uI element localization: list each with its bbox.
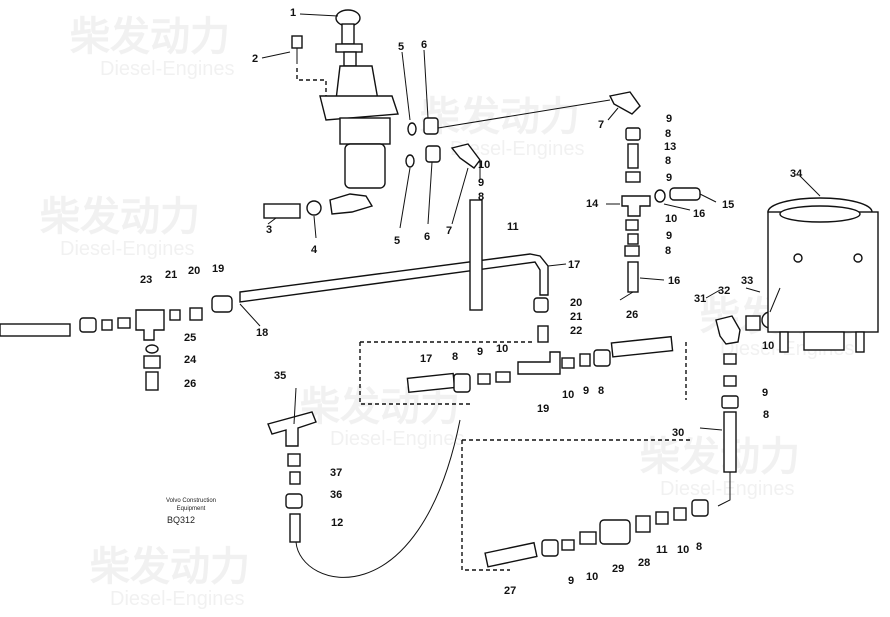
callout: 16 bbox=[668, 275, 680, 287]
callout: 10 bbox=[665, 213, 677, 225]
svg-text:柴发动力: 柴发动力 bbox=[90, 545, 250, 589]
callout: 14 bbox=[586, 198, 599, 210]
callout: 24 bbox=[184, 354, 197, 366]
callout: 8 bbox=[665, 128, 671, 140]
callout: 19 bbox=[212, 263, 224, 275]
callout: 9 bbox=[762, 387, 768, 399]
callout: 10 bbox=[586, 571, 598, 583]
callout: 16 bbox=[693, 208, 705, 220]
callout: 6 bbox=[421, 39, 427, 51]
callout: 9 bbox=[568, 575, 574, 587]
upper-fittings bbox=[405, 91, 641, 180]
middle-fittings bbox=[406, 325, 674, 394]
callout: 10 bbox=[762, 340, 774, 352]
callout: 8 bbox=[598, 385, 604, 397]
callout: 11 bbox=[507, 221, 519, 233]
svg-text:Diesel-Engines: Diesel-Engines bbox=[330, 428, 465, 450]
callout: 33 bbox=[741, 275, 753, 287]
svg-text:柴发动力: 柴发动力 bbox=[420, 95, 580, 139]
callout: 15 bbox=[722, 199, 734, 211]
callout: 26 bbox=[626, 309, 638, 321]
callout: 27 bbox=[504, 585, 516, 597]
callout: 21 bbox=[165, 269, 177, 281]
callout: 10 bbox=[478, 159, 490, 171]
callout: 5 bbox=[398, 41, 404, 53]
callout: 9 bbox=[583, 385, 589, 397]
callout: 9 bbox=[666, 230, 672, 242]
callout: 30 bbox=[672, 427, 684, 439]
diagram-code: BQ312 bbox=[167, 515, 196, 525]
callout: 10 bbox=[677, 544, 689, 556]
callout-labels: 1 2 3 4 5 5 6 6 7 7 8 8 8 8 8 8 8 8 9 9 … bbox=[140, 7, 803, 597]
dashed-frames bbox=[359, 341, 690, 571]
callout: 7 bbox=[598, 119, 604, 131]
svg-text:柴发动力: 柴发动力 bbox=[300, 385, 460, 429]
callout: 10 bbox=[496, 343, 508, 355]
callout: 21 bbox=[570, 311, 582, 323]
callout: 17 bbox=[568, 259, 580, 271]
svg-text:Diesel-Engines: Diesel-Engines bbox=[60, 238, 195, 260]
callout: 13 bbox=[664, 141, 676, 153]
callout: 22 bbox=[570, 325, 582, 337]
caption-dept: Equipment bbox=[176, 506, 206, 512]
callout: 8 bbox=[478, 191, 484, 203]
callout: 9 bbox=[666, 113, 672, 125]
callout: 17 bbox=[420, 353, 432, 365]
left-fittings bbox=[0, 295, 233, 391]
svg-text:柴发动力: 柴发动力 bbox=[640, 435, 800, 479]
callout: 8 bbox=[763, 409, 769, 421]
callout: 12 bbox=[331, 517, 343, 529]
callout: 9 bbox=[477, 346, 483, 358]
callout: 2 bbox=[252, 53, 258, 65]
callout: 28 bbox=[638, 557, 650, 569]
bottom-row-fittings bbox=[484, 499, 709, 568]
callout: 19 bbox=[537, 403, 549, 415]
callout: 32 bbox=[718, 285, 730, 297]
callout: 9 bbox=[666, 172, 672, 184]
callout: 29 bbox=[612, 563, 624, 575]
callout: 36 bbox=[330, 489, 342, 501]
callout: 31 bbox=[694, 293, 706, 305]
callout: 5 bbox=[394, 235, 400, 247]
callout: 10 bbox=[562, 389, 574, 401]
callout: 3 bbox=[266, 224, 272, 236]
svg-text:Diesel-Engines: Diesel-Engines bbox=[100, 58, 235, 80]
callout: 26 bbox=[184, 378, 196, 390]
left-inlet bbox=[263, 193, 374, 219]
callout: 6 bbox=[424, 231, 430, 243]
leader-lines bbox=[239, 13, 821, 431]
watermark: 柴发动力 Diesel-Engines 柴发动力 Diesel-Engines … bbox=[40, 15, 860, 610]
callout: 25 bbox=[184, 332, 196, 344]
caption-company: Volvo Construction bbox=[165, 498, 217, 504]
callout: 8 bbox=[696, 541, 702, 553]
callout: 18 bbox=[256, 327, 268, 339]
svg-text:Diesel-Engines: Diesel-Engines bbox=[660, 478, 795, 500]
callout: 8 bbox=[665, 245, 671, 257]
callout: 20 bbox=[570, 297, 582, 309]
callout: 35 bbox=[274, 370, 286, 382]
hand-pump bbox=[291, 9, 399, 189]
right-lower-fittings bbox=[715, 311, 779, 507]
svg-text:Diesel-Engines: Diesel-Engines bbox=[110, 588, 245, 610]
svg-text:Diesel-Engines: Diesel-Engines bbox=[450, 138, 585, 160]
pipe-17 bbox=[239, 199, 549, 313]
callout: 1 bbox=[290, 7, 296, 19]
callout: 8 bbox=[452, 351, 458, 363]
callout: 20 bbox=[188, 265, 200, 277]
callout: 8 bbox=[665, 155, 671, 167]
svg-text:柴发动力: 柴发动力 bbox=[70, 15, 230, 59]
callout: 11 bbox=[656, 544, 668, 556]
svg-text:柴发动力: 柴发动力 bbox=[40, 195, 200, 239]
right-fitting-stack bbox=[619, 127, 701, 301]
callout: 4 bbox=[311, 244, 318, 256]
callout: 9 bbox=[478, 177, 484, 189]
caption: Volvo Construction Equipment bbox=[151, 497, 231, 513]
callout: 34 bbox=[790, 168, 803, 180]
lower-left-fittings bbox=[267, 411, 461, 578]
filter-housing bbox=[767, 197, 879, 353]
callout: 37 bbox=[330, 467, 342, 479]
callout: 7 bbox=[446, 225, 452, 237]
callout: 23 bbox=[140, 274, 152, 286]
